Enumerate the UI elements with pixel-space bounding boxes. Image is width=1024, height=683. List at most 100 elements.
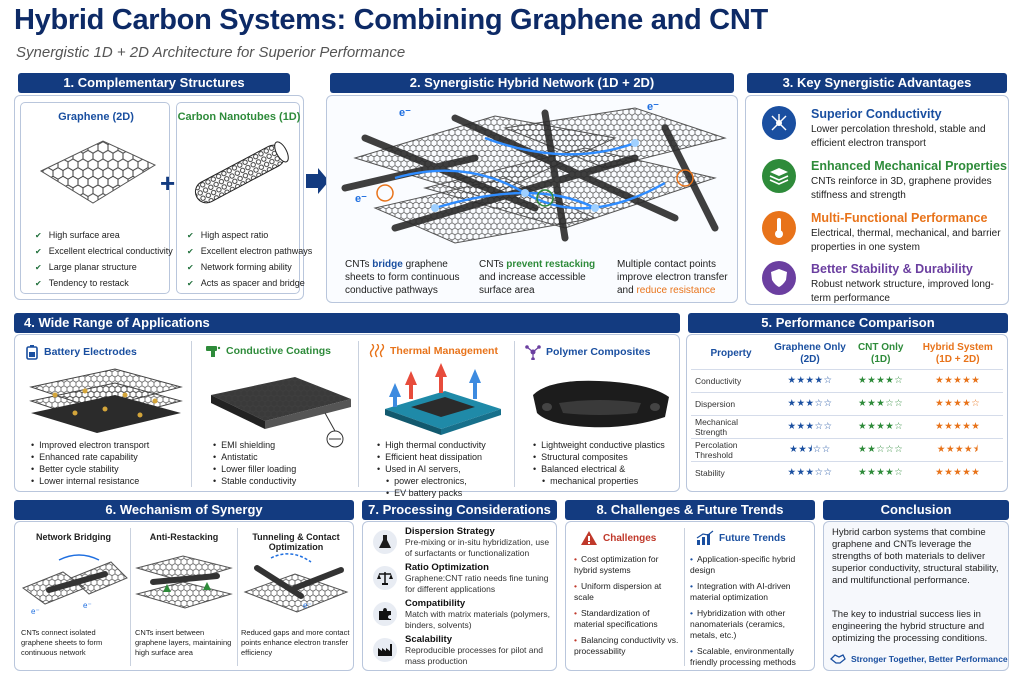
cnt-title: Carbon Nanotubes (1D): [177, 111, 301, 123]
property-cell: Mechanical Strength: [691, 414, 771, 438]
s2-header: 2. Synergistic Hybrid Network (1D + 2D): [330, 73, 734, 93]
cnt-item: Acts as spacer and bridge: [187, 278, 312, 288]
factory-icon: [373, 638, 397, 662]
rating-stars: ★★★☆☆: [771, 414, 849, 438]
mech-desc: CNTs insert between graphene layers, mai…: [135, 628, 232, 657]
svg-text:e⁻: e⁻: [303, 601, 312, 610]
svg-text:e⁻: e⁻: [31, 607, 40, 616]
arrow-right-icon: [306, 168, 329, 194]
app-list: High thermal conductivityEfficient heat …: [377, 440, 486, 500]
molecule-icon: [525, 345, 541, 360]
handshake-icon: [830, 654, 846, 664]
app-list: EMI shieldingAntistaticLower filler load…: [213, 440, 296, 488]
col-header: Hybrid System (1D + 2D): [922, 341, 993, 365]
s6-header: 6. Wechanism of Synergy: [14, 500, 354, 520]
s4-panel: Battery Electrodes Improved electron tra…: [14, 334, 680, 498]
network-icon: [762, 106, 796, 140]
graphene-item: High surface area: [35, 230, 173, 240]
s2-caption-bridge: CNTs bridge graphene sheets to form cont…: [345, 259, 460, 296]
col-header: Graphene Only (2D): [774, 341, 846, 365]
property-cell: Stability: [691, 460, 771, 484]
challenges-title: Challenges: [580, 530, 656, 546]
s5-panel: Property Graphene Only (2D) CNT Only (1D…: [686, 334, 1008, 492]
graphene-list: High surface area Excellent electrical c…: [35, 230, 173, 294]
table-row: Dispersion★★★☆☆★★★☆☆★★★★☆: [691, 391, 1003, 415]
s7-header: 7. Processing Considerations: [362, 500, 557, 520]
graphene-item: Tendency to restack: [35, 278, 173, 288]
thermometer-icon: [762, 211, 796, 245]
page-subtitle: Synergistic 1D + 2D Architecture for Sup…: [16, 44, 406, 61]
property-cell: Conductivity: [691, 368, 771, 392]
s2-caption-contact: Multiple contact points improve electron…: [617, 259, 728, 296]
tagline: Stronger Together, Better Performance: [830, 653, 1008, 665]
performance-table: Property Graphene Only (2D) CNT Only (1D…: [691, 339, 1003, 484]
mech-title: Anti-Restacking: [149, 532, 219, 542]
app-title: Thermal Management: [369, 344, 498, 358]
s3-panel: Superior Conductivity Lower percolation …: [745, 95, 1009, 305]
page-title: Hybrid Carbon Systems: Combining Graphen…: [14, 4, 768, 36]
trend-chart-icon: [696, 530, 714, 545]
mech-title: Network Bridging: [35, 532, 111, 542]
rating-stars: ★★★★☆: [848, 460, 913, 484]
conclusion-p1: Hybrid carbon systems that combine graph…: [832, 527, 999, 586]
table-row: Conductivity★★★★☆★★★★☆★★★★★: [691, 368, 1003, 392]
advantage-desc: Electrical, thermal, mechanical, and bar…: [811, 228, 1001, 253]
coating-image: [211, 377, 351, 448]
anti-restacking-image: [135, 555, 233, 609]
battery-icon: [26, 345, 38, 360]
conclusion-panel: Hybrid carbon systems that combine graph…: [823, 521, 1009, 671]
rating-stars: ★★★★☆: [848, 368, 913, 392]
mech-desc: CNTs connect isolated graphene sheets to…: [21, 628, 103, 657]
rating-stars: ★★☆☆☆: [848, 437, 913, 461]
cnt-card: Carbon Nanotubes (1D) High aspect ratio …: [176, 102, 312, 294]
s2-panel: e⁻ e⁻ e⁻ CNTs bridge graphene sheets to …: [326, 95, 738, 303]
advantage-title: Superior Conductivity: [811, 107, 942, 121]
s1-panel: Graphene (2D) High surface area Excellen…: [14, 95, 312, 300]
tunneling-image: e⁻: [243, 553, 349, 613]
table-row: Mechanical Strength★★★☆☆★★★★☆★★★★★: [691, 414, 1003, 438]
graphene-card: Graphene (2D) High surface area Excellen…: [20, 102, 173, 294]
rating-stars: ★★★★☆: [848, 414, 913, 438]
s3-header: 3. Key Synergistic Advantages: [747, 73, 1007, 93]
app-title: Battery Electrodes: [25, 344, 137, 360]
challenges-list: Cost optimization for hybrid systemsUnif…: [574, 554, 682, 662]
conclusion-p2: The key to industrial success lies in en…: [832, 609, 988, 644]
rating-stars: ★★⯨☆☆: [771, 437, 849, 461]
flask-icon: [373, 530, 397, 554]
warning-icon: [581, 531, 597, 545]
nanotube-image: [194, 141, 289, 204]
puzzle-icon: [373, 602, 397, 626]
conclusion-header: Conclusion: [823, 500, 1009, 520]
rating-stars: ★★★★★: [912, 368, 1003, 392]
app-title: Polymer Composites: [525, 344, 650, 360]
rating-stars: ★★★★☆: [771, 368, 849, 392]
advantage-title: Better Stability & Durability: [811, 262, 973, 276]
network-bridging-image: e⁻e⁻: [21, 554, 128, 616]
trends-title: Future Trends: [696, 530, 786, 546]
s2-caption-restack: CNTs prevent restacking and increase acc…: [479, 259, 596, 296]
mech-title: Tunneling & Contact Optimization: [252, 532, 340, 552]
mech-desc: Reduced gaps and more contact points enh…: [241, 628, 350, 657]
layers-icon: [762, 159, 796, 193]
balance-scale-icon: [373, 566, 397, 590]
property-cell: Dispersion: [691, 391, 771, 415]
electron-label: e⁻: [647, 101, 659, 113]
spray-gun-icon: [206, 346, 221, 357]
battery-electrode-image: [29, 368, 183, 433]
plus-sign: +: [160, 168, 176, 198]
rating-stars: ★★★★☆: [912, 391, 1003, 415]
car-bumper-image: [533, 380, 669, 428]
graphene-item: Large planar structure: [35, 262, 173, 272]
electron-label: e⁻: [399, 107, 411, 119]
electron-label: e⁻: [355, 193, 367, 205]
col-header: CNT Only (1D): [857, 341, 904, 365]
s5-header: 5. Performance Comparison: [688, 313, 1008, 333]
rating-stars: ★★★☆☆: [771, 460, 849, 484]
app-list: Lightweight conductive plasticsStructura…: [533, 440, 665, 488]
s1-header: 1. Complementary Structures: [18, 73, 290, 93]
